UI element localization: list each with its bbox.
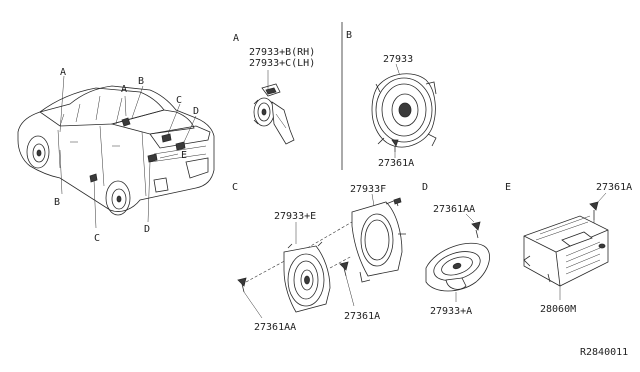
speaker-bracket [351,197,406,283]
car-callout-a-top: A [121,84,127,95]
part-label-screw-d: 27361AA [433,204,475,215]
car-callout-b-top: B [138,76,144,87]
part-label-tweeter-lh: 27933+C(LH) [249,58,315,69]
vehicle-illustration [17,75,215,229]
door-speaker [371,73,437,148]
part-label-tweeter-rh: 27933+B(RH) [249,47,315,58]
screw-c-right [339,261,349,277]
amplifier-unit [523,215,609,287]
screw-d [471,221,481,239]
car-callout-d-top: D [193,106,199,117]
section-c-letter: C [232,182,238,193]
screw-b [391,139,399,152]
car-callout-c-top: C [176,95,182,106]
part-label-amplifier: 28060M [540,304,576,315]
part-label-screw-e: 27361A [596,182,632,193]
part-label-screw-c-left: 27361AA [254,322,296,333]
part-label-door-speaker: 27933 [383,54,413,65]
section-b-letter: B [346,30,352,41]
car-callout-b-bottom: B [54,197,60,208]
section-a-letter: A [233,33,239,44]
car-callout-e: E [181,150,187,161]
part-label-rear-speaker: 27933+A [430,306,472,317]
section-e-letter: E [505,182,511,193]
section-d-letter: D [422,182,428,193]
screw-c-left [237,277,247,293]
car-callout-d-bottom: D [144,224,150,235]
car-callout-c-bottom: C [94,233,100,244]
speaker-e [283,241,331,313]
rear-oval-speaker [425,242,490,292]
part-label-screw-b: 27361A [378,158,414,169]
part-label-bracket: 27933F [350,184,386,195]
part-label-screw-c-right: 27361A [344,311,380,322]
part-label-speaker-e: 27933+E [274,211,316,222]
tweeter-assembly [253,83,295,145]
diagram-reference-id: R2840011 [580,347,628,358]
car-callout-a-left: A [60,67,66,78]
